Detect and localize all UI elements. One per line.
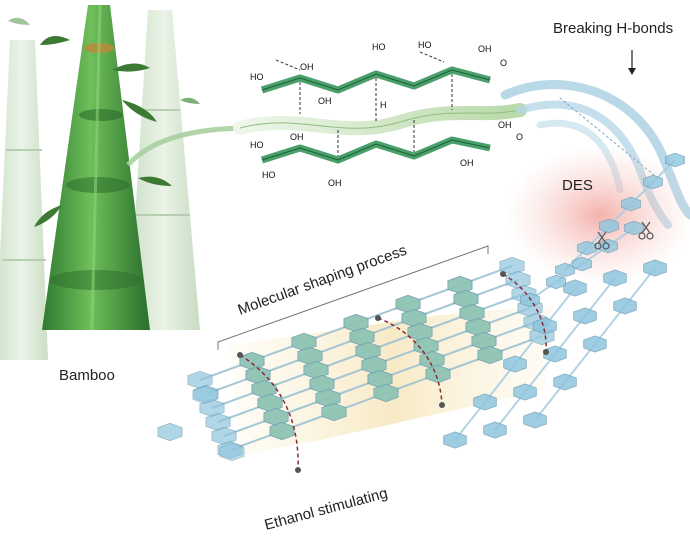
hexagon-unit bbox=[503, 355, 527, 373]
hexagon-unit bbox=[321, 402, 347, 422]
chem-labels: HO OH OH HO HO OH O H HO OH HO OH OH OH … bbox=[250, 40, 523, 188]
label-ethanol-stimulating: Ethanol stimulating bbox=[263, 485, 390, 534]
hexagon-unit bbox=[157, 422, 183, 442]
svg-text:HO: HO bbox=[250, 72, 264, 82]
svg-text:OH: OH bbox=[318, 96, 332, 106]
label-molecular-shaping: Molecular shaping process bbox=[236, 242, 409, 319]
hexagon-unit bbox=[665, 152, 685, 168]
bamboo-leaves bbox=[8, 17, 200, 227]
fiber-connector bbox=[126, 125, 251, 167]
bamboo-stalk bbox=[42, 4, 150, 331]
hexagon-unit bbox=[219, 442, 245, 462]
hexagon-unit bbox=[621, 196, 641, 212]
svg-text:HO: HO bbox=[250, 140, 264, 150]
svg-text:HO: HO bbox=[262, 170, 276, 180]
cellulose-middle-strand bbox=[233, 103, 527, 136]
svg-text:OH: OH bbox=[300, 62, 314, 72]
svg-text:OH: OH bbox=[498, 120, 512, 130]
hexagon-unit bbox=[443, 431, 467, 449]
hexagon-unit bbox=[603, 269, 627, 287]
svg-text:HO: HO bbox=[372, 42, 386, 52]
ghost-bamboo-right bbox=[128, 10, 200, 330]
scissors-icon bbox=[594, 221, 654, 250]
hexagon-unit bbox=[553, 373, 577, 391]
svg-text:OH: OH bbox=[478, 44, 492, 54]
hexagon-unit bbox=[477, 345, 503, 365]
label-breaking-hbonds: Breaking H-bonds bbox=[553, 20, 673, 37]
hexagon-unit bbox=[613, 297, 637, 315]
cellulose-top-chain bbox=[260, 66, 491, 94]
hexagon-unit bbox=[520, 292, 540, 308]
hexagon-unit bbox=[523, 411, 547, 429]
hexagon-unit bbox=[643, 259, 667, 277]
boundary-dots bbox=[237, 271, 549, 473]
hexagon-unit bbox=[533, 317, 557, 335]
svg-text:O: O bbox=[500, 58, 507, 68]
hexagon-unit bbox=[513, 383, 537, 401]
hexagon-unit bbox=[572, 256, 592, 272]
hexagon-unit bbox=[573, 307, 597, 325]
ghost-bamboo-left bbox=[0, 40, 48, 360]
hexagon-unit bbox=[599, 218, 619, 234]
hexagon-unit bbox=[473, 393, 497, 411]
svg-text:OH: OH bbox=[328, 178, 342, 188]
svg-text:OH: OH bbox=[290, 132, 304, 142]
hexagon-unit bbox=[543, 345, 567, 363]
process-bracket bbox=[217, 245, 489, 350]
hexagon-unit bbox=[483, 421, 507, 439]
hexagon-fibrils bbox=[157, 152, 685, 462]
hexagon-unit bbox=[577, 240, 597, 256]
shaping-boundaries bbox=[239, 273, 547, 471]
hexagon-unit bbox=[643, 174, 663, 190]
label-bamboo: Bamboo bbox=[59, 367, 115, 384]
svg-text:O: O bbox=[516, 132, 523, 142]
hexagon-unit bbox=[546, 274, 566, 290]
hexagon-unit bbox=[583, 335, 607, 353]
hydrogen-bonds bbox=[275, 51, 453, 156]
hexagon-unit bbox=[373, 383, 399, 403]
down-arrow-icon bbox=[628, 50, 636, 75]
hexagon-unit bbox=[192, 385, 218, 405]
svg-text:HO: HO bbox=[418, 40, 432, 50]
svg-text:OH: OH bbox=[460, 158, 474, 168]
cellulose-bottom-chain bbox=[260, 136, 491, 164]
svg-text:H: H bbox=[380, 100, 387, 110]
label-des: DES bbox=[562, 177, 593, 194]
